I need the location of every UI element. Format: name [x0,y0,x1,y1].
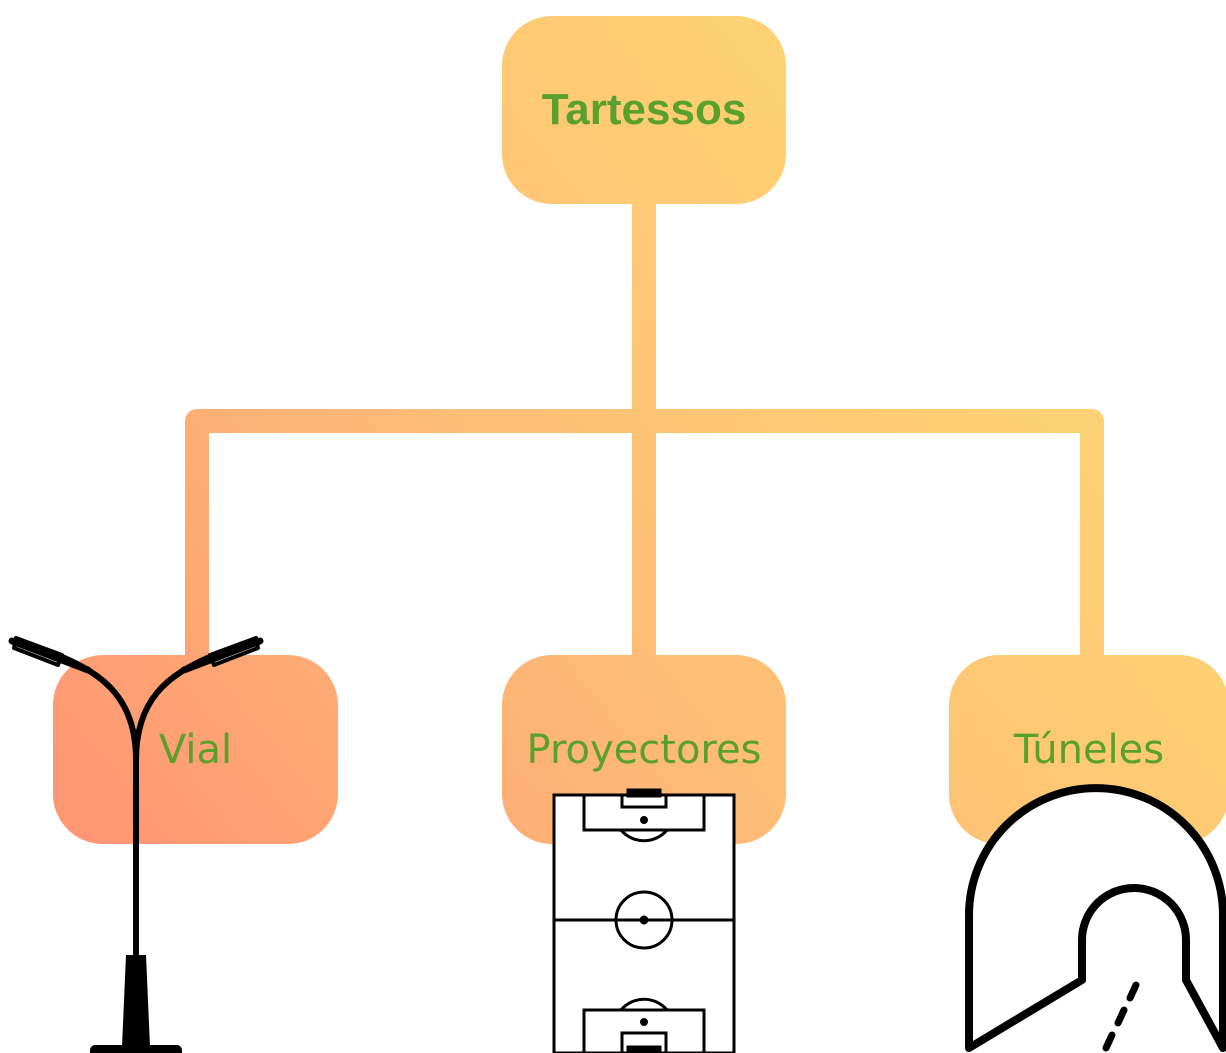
street-lamp-icon [8,636,264,1053]
tuneles-node [949,655,1226,844]
branch-connector [185,409,1104,672]
connector-lines [185,188,1104,672]
tunnel-icon [965,784,1226,1052]
vial-node [53,655,338,844]
root-node [502,16,786,204]
football-field-icon [552,788,736,1053]
